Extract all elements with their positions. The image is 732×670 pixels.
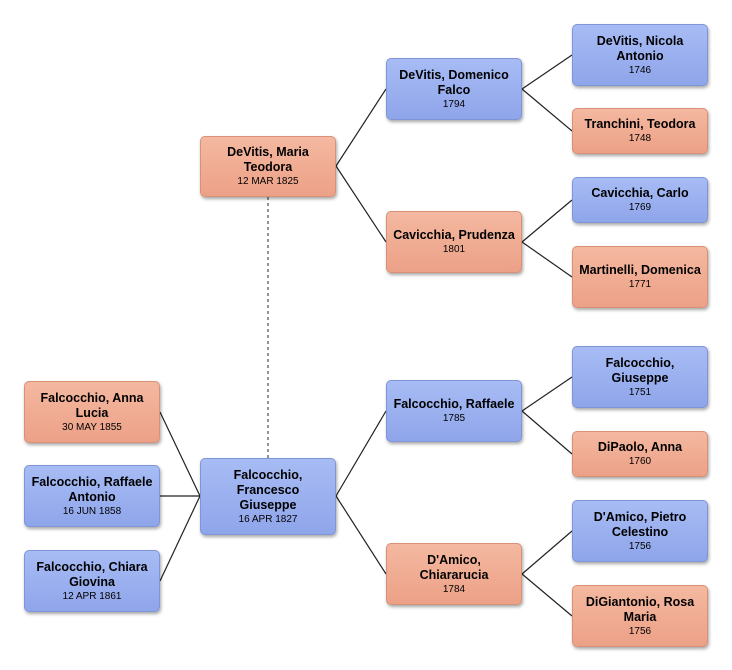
person-name: D'Amico, Pietro Celestino (593, 509, 687, 539)
person-name: Falcocchio, Giuseppe (605, 355, 675, 385)
person-name: Falcocchio, Chiara Giovina (36, 559, 148, 589)
person-box-devitis-nicola-antonio[interactable]: DeVitis, Nicola Antonio 1746 (572, 24, 708, 86)
person-date: 1746 (628, 64, 652, 76)
person-box-falcocchio-francesco-giuseppe[interactable]: Falcocchio, Francesco Giuseppe 16 APR 18… (200, 458, 336, 535)
person-date: 1769 (628, 202, 652, 213)
connector-father-fm (521, 410, 573, 455)
person-name: DeVitis, Nicola Antonio (596, 33, 684, 63)
connector-spouse-father (335, 88, 387, 167)
person-box-damico-pietro-celestino[interactable]: D'Amico, Pietro Celestino 1756 (572, 500, 708, 562)
person-box-tranchini-teodora[interactable]: Tranchini, Teodora 1748 (572, 108, 708, 154)
person-name: DeVitis, Domenico Falco (399, 67, 509, 97)
connector-sp-mother-mm (521, 241, 573, 278)
connector-spouse-mother (335, 165, 387, 243)
person-box-digiantonio-rosa-maria[interactable]: DiGiantonio, Rosa Maria 1756 (572, 585, 708, 647)
person-name: Cavicchia, Prudenza (393, 228, 515, 242)
connector-root-father (335, 410, 387, 497)
person-box-falcocchio-anna-lucia[interactable]: Falcocchio, Anna Lucia 30 MAY 1855 (24, 381, 160, 443)
person-name: Falcocchio, Raffaele (393, 397, 515, 411)
person-date: 30 MAY 1855 (62, 421, 122, 433)
person-name: Martinelli, Domenica (579, 263, 701, 277)
person-date: 12 APR 1861 (62, 590, 122, 602)
person-name: DiGiantonio, Rosa Maria (585, 594, 695, 624)
person-box-martinelli-domenica[interactable]: Martinelli, Domenica 1771 (572, 246, 708, 308)
person-name: Falcocchio, Francesco Giuseppe (233, 467, 303, 512)
connector-father-ff (521, 376, 573, 412)
person-box-damico-chiararucia[interactable]: D'Amico, Chiararucia 1784 (386, 543, 522, 605)
person-date: 1760 (628, 456, 652, 467)
connector-sp-father-ff (521, 54, 573, 90)
connector-child-anna (159, 411, 201, 497)
person-date: 1784 (442, 583, 466, 595)
person-box-falcocchio-chiara-giovina[interactable]: Falcocchio, Chiara Giovina 12 APR 1861 (24, 550, 160, 612)
person-box-devitis-maria-teodora[interactable]: DeVitis, Maria Teodora 12 MAR 1825 (200, 136, 336, 197)
person-box-falcocchio-raffaele[interactable]: Falcocchio, Raffaele 1785 (386, 380, 522, 442)
person-date: 1801 (442, 244, 466, 255)
person-name: Tranchini, Teodora (584, 117, 696, 131)
person-date: 1748 (628, 133, 652, 144)
person-date: 1785 (442, 413, 466, 424)
person-box-devitis-domenico-falco[interactable]: DeVitis, Domenico Falco 1794 (386, 58, 522, 120)
person-name: D'Amico, Chiararucia (419, 552, 489, 582)
person-date: 1756 (628, 540, 652, 552)
person-box-cavicchia-carlo[interactable]: Cavicchia, Carlo 1769 (572, 177, 708, 223)
person-name: Falcocchio, Raffaele Antonio (31, 474, 153, 504)
person-date: 1794 (442, 98, 466, 110)
person-box-falcocchio-raffaele-antonio[interactable]: Falcocchio, Raffaele Antonio 16 JUN 1858 (24, 465, 160, 527)
person-name: Cavicchia, Carlo (591, 186, 689, 200)
connector-mother-mm (521, 573, 573, 617)
person-name: DiPaolo, Anna (597, 440, 683, 454)
person-name: DeVitis, Maria Teodora (227, 145, 309, 174)
connector-root-mother (335, 495, 387, 575)
person-date: 12 MAR 1825 (237, 176, 299, 187)
person-date: 16 APR 1827 (238, 513, 298, 525)
connector-mother-mf (521, 530, 573, 575)
person-name: Falcocchio, Anna Lucia (40, 390, 144, 420)
person-date: 16 JUN 1858 (62, 505, 122, 517)
person-box-falcocchio-giuseppe[interactable]: Falcocchio, Giuseppe 1751 (572, 346, 708, 408)
person-box-dipaolo-anna[interactable]: DiPaolo, Anna 1760 (572, 431, 708, 477)
person-box-cavicchia-prudenza[interactable]: Cavicchia, Prudenza 1801 (386, 211, 522, 273)
person-date: 1751 (628, 386, 652, 398)
person-date: 1756 (628, 625, 652, 637)
connector-sp-father-fm (521, 88, 573, 132)
person-date: 1771 (628, 279, 652, 290)
connector-child-chiara (159, 495, 201, 582)
connector-sp-mother-mf (521, 199, 573, 243)
